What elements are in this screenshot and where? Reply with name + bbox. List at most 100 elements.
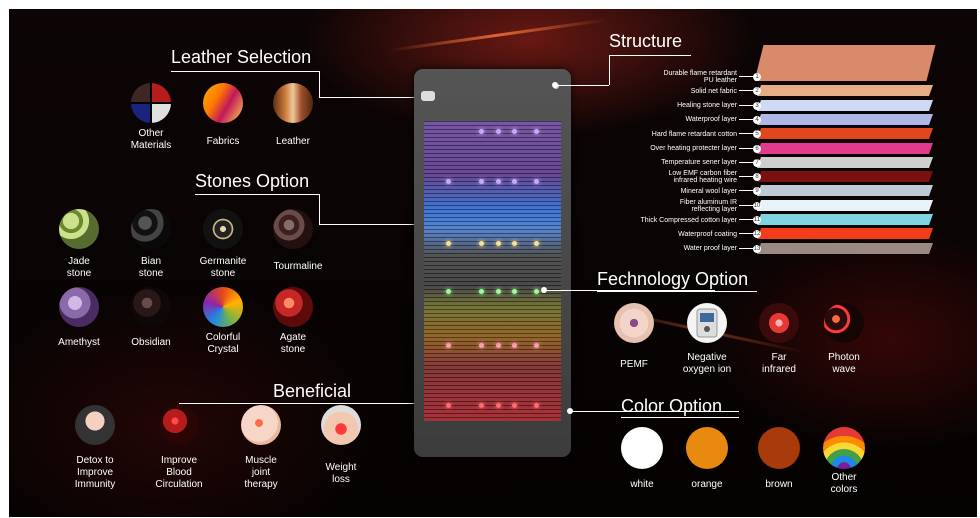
structure-layer-leader <box>739 219 753 220</box>
stones-underline <box>195 194 319 195</box>
jade-stone-icon <box>59 209 99 249</box>
structure-layer-leader <box>739 190 753 192</box>
blood-circulation-icon <box>159 405 199 445</box>
structure-layer-leader <box>739 76 753 77</box>
structure-layer-bar <box>756 156 934 168</box>
structure-layer-bar <box>756 142 934 154</box>
leather-label: Leather <box>276 136 310 147</box>
structure-layer-bar <box>754 45 936 81</box>
negative-ion-label: Negative oxygen ion <box>682 352 732 375</box>
color-connector-h <box>571 411 739 412</box>
mat-led-light <box>479 289 484 294</box>
other-materials-icon <box>131 83 171 123</box>
detox-label: Detox to Improve Immunity <box>74 455 116 490</box>
structure-layer-bar <box>756 113 934 125</box>
structure-layer-leader <box>739 233 753 235</box>
structure-layer-bar <box>756 128 934 140</box>
far-infrared-icon <box>759 303 799 343</box>
mat-led-light <box>512 403 517 408</box>
colorful-crystal-label: Colorful Crystal <box>205 332 241 355</box>
obsidian-label: Obsidian <box>131 337 171 348</box>
leather-connector-v <box>319 71 320 97</box>
mat-stone-panel <box>424 121 561 421</box>
structure-layer-label: Solid net fabric <box>690 87 737 95</box>
structure-layer-label: Waterproof coating <box>678 230 737 238</box>
structure-layer-number: 13 <box>753 244 761 253</box>
mat-led-light <box>446 179 451 184</box>
structure-layer-number: 11 <box>753 216 761 224</box>
structure-layer-bar <box>756 185 934 197</box>
structure-layer-number: 6 <box>753 144 761 153</box>
detox-icon <box>75 405 115 445</box>
structure-layer-leader <box>739 90 753 92</box>
other-materials-label: Other Materials <box>130 128 172 151</box>
jade-stone-label: Jade stone <box>66 256 92 279</box>
structure-layer-label: Healing stone layer <box>677 102 737 110</box>
structure-layer-number: 12 <box>753 230 761 239</box>
mat-led-light <box>512 179 517 184</box>
light-streak <box>388 18 608 52</box>
structure-layer-label: Over heating protecter layer <box>650 145 737 152</box>
controller-plug <box>421 91 435 101</box>
amethyst-label: Amethyst <box>58 337 100 348</box>
mat-led-light <box>534 241 539 246</box>
mat-led-light <box>446 241 451 246</box>
mat-led-light <box>496 403 501 408</box>
structure-layer-number: 10 <box>753 201 761 210</box>
mat-led-light <box>479 343 484 348</box>
structure-layer-label: Low EMF carbon fiber infrared heating wi… <box>668 170 737 185</box>
muscle-joint-icon <box>241 405 281 445</box>
germanite-stone-icon <box>203 209 243 249</box>
agate-stone-icon <box>273 287 313 327</box>
mat-led-light <box>479 403 484 408</box>
photon-wave-label: Photon wave <box>828 352 860 375</box>
technology-underline <box>597 291 757 292</box>
structure-layer-label: Durable flame retardant PU leather <box>663 70 737 84</box>
leather-selection-heading: Leather Selection <box>171 47 312 67</box>
beneficial-underline <box>179 403 433 404</box>
mat-texture <box>424 121 561 421</box>
structure-layer-number: 7 <box>753 158 761 167</box>
mat-led-light <box>496 129 501 134</box>
structure-layer-bar <box>756 199 934 211</box>
structure-underline <box>609 55 691 56</box>
weight-loss-icon <box>321 405 361 445</box>
structure-layer-label: Fiber aluminum IR reflecting layer <box>679 198 737 213</box>
color-connector-dot <box>567 408 573 414</box>
structure-layer-label: Waterproof layer <box>685 116 737 124</box>
weight-loss-label: Weight loss <box>325 462 357 485</box>
structure-layer-leader <box>739 204 753 206</box>
leather-underline <box>171 71 319 72</box>
mat-led-light <box>534 129 539 134</box>
rainbow-swatch <box>823 427 865 469</box>
beneficial-heading: Beneficial <box>273 381 352 401</box>
stones-connector-v <box>319 194 320 224</box>
pemf-icon <box>614 303 654 343</box>
color-option-heading: Color Option <box>621 396 723 416</box>
mat-led-light <box>496 179 501 184</box>
structure-layer-number: 2 <box>753 87 761 96</box>
color-underline <box>621 417 739 418</box>
agate-stone-label: Agate stone <box>279 332 307 355</box>
fabrics-label: Fabrics <box>206 136 240 147</box>
stones-connector-h <box>319 224 433 225</box>
mat-led-light <box>496 241 501 246</box>
mat-led-light <box>512 289 517 294</box>
mat-led-light <box>512 241 517 246</box>
structure-layer-number: 3 <box>753 101 761 110</box>
negative-ion-device-icon <box>687 303 727 343</box>
structure-layer-leader <box>739 161 753 163</box>
mat-led-light <box>512 343 517 348</box>
mat-led-light <box>446 403 451 408</box>
structure-layer-leader <box>739 118 753 120</box>
mat-led-light <box>512 129 517 134</box>
structure-connector-dot <box>552 82 558 88</box>
structure-layer-number: 1 <box>753 73 761 81</box>
photon-wave-icon <box>824 303 864 343</box>
brown-label: brown <box>765 479 793 490</box>
structure-layer-label: Hard flame retardant cotton <box>651 130 737 138</box>
structure-layer-bar <box>756 228 934 240</box>
tourmaline-icon <box>273 209 313 249</box>
mat-led-light <box>479 129 484 134</box>
brown-swatch <box>758 427 800 469</box>
